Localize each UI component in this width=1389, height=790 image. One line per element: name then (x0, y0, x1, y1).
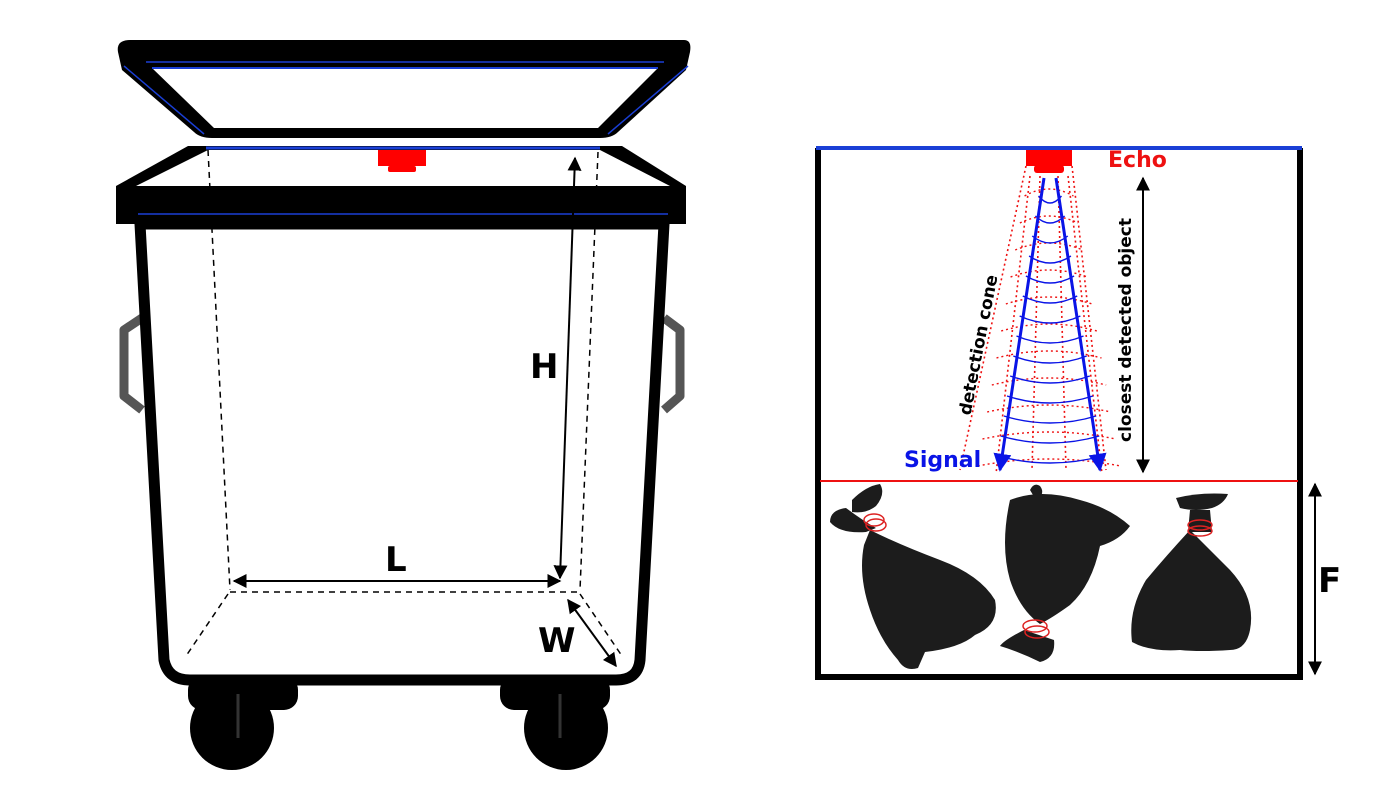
echo-wave-arc (1019, 215, 1079, 224)
echo-cone-edge (1071, 165, 1107, 471)
container-body (134, 218, 670, 686)
garbage-bag-icon (1000, 484, 1130, 662)
signal-wave-arc (1019, 315, 1081, 324)
wheel-icon (500, 676, 610, 770)
right-handle (661, 314, 685, 414)
garbage-bag-icon (1131, 493, 1252, 651)
length-label: L (385, 540, 407, 580)
detection-cone-label: detection cone (956, 273, 1003, 417)
signal-wave-arc (1028, 255, 1072, 264)
signal-wave-arc (1025, 275, 1075, 284)
sensor-schematic: Echo Signal detection cone closest detec… (815, 146, 1341, 680)
garbage-bag-icon (830, 484, 996, 669)
echo-cone-edge (959, 165, 1027, 471)
width-label: W (538, 621, 576, 661)
echo-cone-edge (1067, 175, 1103, 475)
echo-label: Echo (1108, 148, 1167, 173)
schematic-container-outline (815, 148, 1303, 680)
echo-wave-arc (996, 350, 1102, 359)
open-lid (117, 40, 691, 138)
echo-wave-arc (1010, 269, 1088, 278)
signal-wave-arc (1022, 295, 1078, 304)
echo-wave-arc (1000, 323, 1098, 332)
signal-wave-arc (1031, 235, 1069, 244)
echo-wave-arc (986, 404, 1112, 413)
echo-wave-arc (1014, 242, 1084, 251)
signal-label: Signal (904, 448, 981, 473)
echo-cone-edge (1031, 175, 1041, 471)
echo-cone-edge (1057, 175, 1067, 471)
height-arrow (553, 156, 582, 580)
ultrasonic-sensor-icon (1026, 150, 1072, 173)
signal-cone-edge (993, 177, 1046, 472)
signal-wave-arc (1009, 375, 1091, 384)
width-arrow (567, 598, 617, 668)
wheel-icon (188, 676, 298, 770)
signal-wave-arc (1013, 355, 1087, 364)
signal-cone-edge (1054, 177, 1107, 472)
echo-wave-arc (1024, 188, 1074, 197)
height-label: H (530, 347, 558, 387)
fill-label: F (1318, 561, 1341, 601)
signal-wave-arc (1037, 195, 1063, 204)
signal-wave-arc (1006, 395, 1094, 404)
left-handle (119, 314, 145, 414)
signal-wave-arc (1034, 215, 1066, 224)
signal-cone (993, 177, 1107, 472)
signal-wave-arc (1016, 335, 1084, 344)
echo-wave-arc (991, 377, 1107, 386)
closest-object-label: closest detected object (1116, 218, 1136, 442)
signal-wave-arc (1000, 435, 1100, 444)
waste-container: H L W (116, 40, 691, 770)
signal-wave-arc (1003, 415, 1097, 424)
ultrasonic-sensor-icon (378, 150, 426, 172)
signal-wave-arc (997, 455, 1103, 464)
